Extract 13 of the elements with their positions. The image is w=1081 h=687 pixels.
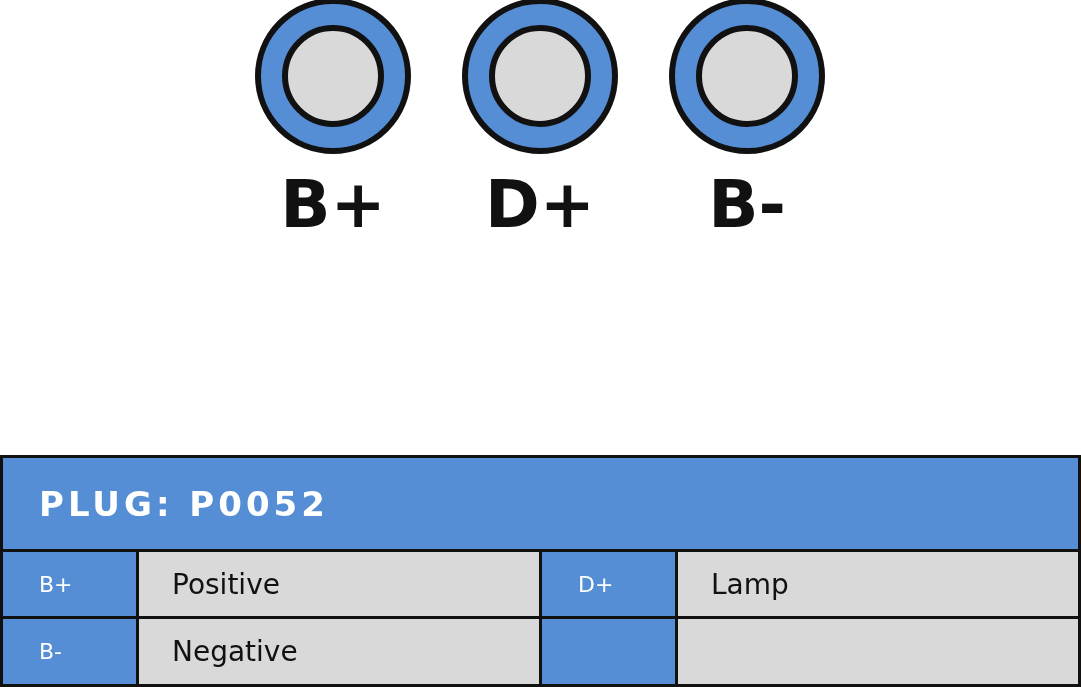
pin-name: B+ <box>0 549 139 619</box>
pin-socket <box>253 0 413 156</box>
table-header: PLUG: P0052 <box>0 455 1081 552</box>
pin-label: D+ <box>483 170 597 240</box>
pin-description: Lamp <box>675 549 1081 619</box>
pin-description: Positive <box>136 549 542 619</box>
pin-socket <box>460 0 620 156</box>
pin-description: Negative <box>136 616 542 687</box>
pin-socket <box>667 0 827 156</box>
pin-label: B- <box>707 170 787 240</box>
pin-name: D+ <box>539 549 678 619</box>
pin-name: B- <box>0 616 139 687</box>
pin-label: B+ <box>279 170 387 240</box>
